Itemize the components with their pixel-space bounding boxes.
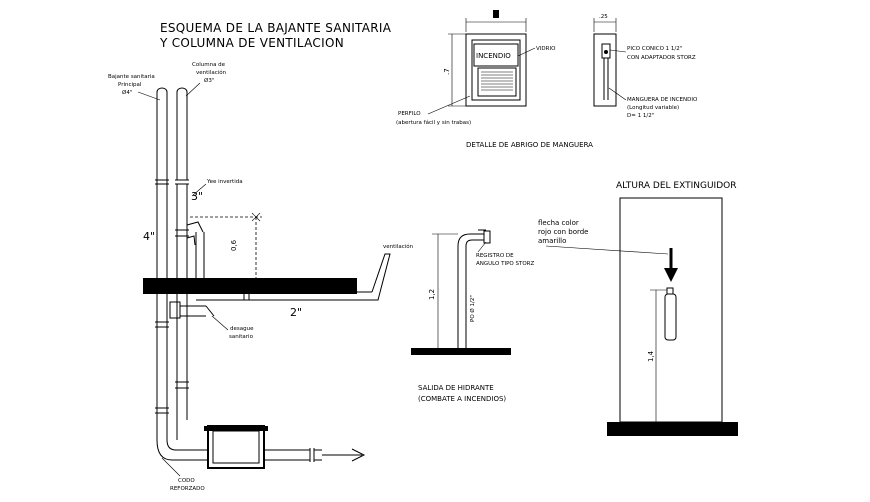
hydrant-pipe-label: PO Ø 1/2" (469, 295, 476, 322)
codo-label-1: CODO (178, 478, 195, 484)
vent-label-1: Columna de (192, 62, 226, 68)
dim-3-inch: 3" (191, 190, 203, 203)
pico-label-1: PICO CONICO 1 1/2" (627, 46, 682, 52)
bajante-section: Bajante sanitaria Principal Ø4" Columna … (108, 62, 414, 492)
pico-label-2: CON ADAPTADOR STORZ (627, 55, 696, 61)
bajante-leader (137, 91, 161, 101)
manguera-label-3: D= 1 1/2" (627, 113, 654, 119)
bajante-label-2: Principal (118, 82, 142, 88)
manguera-label-1: MANGUERA DE INCENDIO (627, 97, 698, 103)
wall (619, 197, 723, 423)
arrow-note-3: amarillo (538, 237, 566, 245)
diagram-title: ESQUEMA DE LA BAJANTE SANITARIA Y COLUMN… (159, 21, 392, 50)
desague-label-1: desague (230, 326, 254, 332)
perfilo-leader (427, 95, 471, 115)
extintor-height: 1,4 (647, 350, 655, 362)
abrigo-caption: DETALLE DE ABRIGO DE MANGUERA (466, 141, 593, 149)
hydrant-pipe (457, 229, 491, 350)
red-arrow-icon (664, 248, 678, 282)
vidrio-label: VIDRIO (536, 46, 556, 52)
cabinet-width-mark (493, 10, 499, 18)
registro-box (204, 425, 268, 469)
hydrant-height: 1,2 (428, 289, 436, 300)
desague-leader (211, 315, 229, 331)
extintor-title: ALTURA DEL EXTINGUIDOR (616, 181, 736, 191)
ventilacion-label: ventilación (383, 243, 414, 250)
hidrante-section: 1,2 PO Ø 1/2" REGISTRO DE ANGULO TIPO ST… (411, 229, 534, 403)
manguera-leader (608, 87, 627, 101)
main-stack-pipe (155, 87, 169, 440)
bajante-label-1: Bajante sanitaria (108, 74, 155, 80)
vent-2in-pipe (196, 253, 391, 301)
pico-leader (609, 49, 627, 53)
perfilo-label-1: PERFILO (398, 111, 421, 117)
vidrio-leader (517, 47, 536, 57)
floor-slab (143, 278, 357, 294)
dim-2-inch: 2" (290, 306, 302, 319)
vent-label-2: ventilación (196, 69, 227, 76)
vent-leader (185, 82, 201, 97)
title-line-1: ESQUEMA DE LA BAJANTE SANITARIA (160, 21, 392, 35)
cabinet-height: .7 (443, 68, 451, 75)
codo-leader (161, 457, 181, 477)
vent-label-3: Ø3" (204, 77, 214, 84)
desague-label-2: sanitario (229, 334, 254, 340)
side-dim-text: .25 (599, 14, 608, 20)
arrow-note-1: flecha color (538, 219, 579, 227)
perfilo-label-2: (abertura fácil y sin trabas) (396, 119, 471, 126)
registro-leader (477, 241, 487, 253)
hydrant-slab (411, 348, 511, 355)
yee-label: Yee invertida (206, 179, 243, 185)
desague-branch (169, 301, 215, 319)
abrigo-section: INCENDIO .7 VIDRIO PERFILO (abertura fác… (396, 10, 698, 149)
cabinet-side (593, 33, 617, 107)
vent-column-pipe (175, 87, 189, 440)
flow-arrow (322, 448, 366, 462)
registro-label-1: REGISTRO DE (476, 253, 514, 259)
hidrante-caption-2: (COMBATE A INCENDIOS) (418, 395, 506, 403)
title-line-2: Y COLUMNA DE VENTILACION (159, 36, 344, 50)
hidrante-caption-1: SALIDA DE HIDRANTE (418, 384, 494, 392)
extintor-floor (607, 422, 738, 436)
extintor-section: ALTURA DEL EXTINGUIDOR 1,4 flecha color … (538, 181, 738, 436)
arrow-note-leader (545, 245, 669, 255)
manguera-label-2: (Longitud variable) (627, 105, 679, 111)
codo-label-2: REFORZADO (170, 486, 205, 492)
dim-4-inch: 4" (143, 230, 155, 243)
arrow-note-2: rojo con borde (538, 228, 588, 236)
registro-label-2: ANGULO TIPO STORZ (476, 261, 534, 267)
extinguisher-icon (664, 287, 677, 341)
cabinet-text: INCENDIO (476, 52, 511, 60)
cabinet-front (465, 33, 527, 107)
dim-0-6: 0,6 (230, 239, 238, 251)
bajante-label-3: Ø4" (122, 89, 132, 96)
yee-leader (191, 183, 207, 197)
